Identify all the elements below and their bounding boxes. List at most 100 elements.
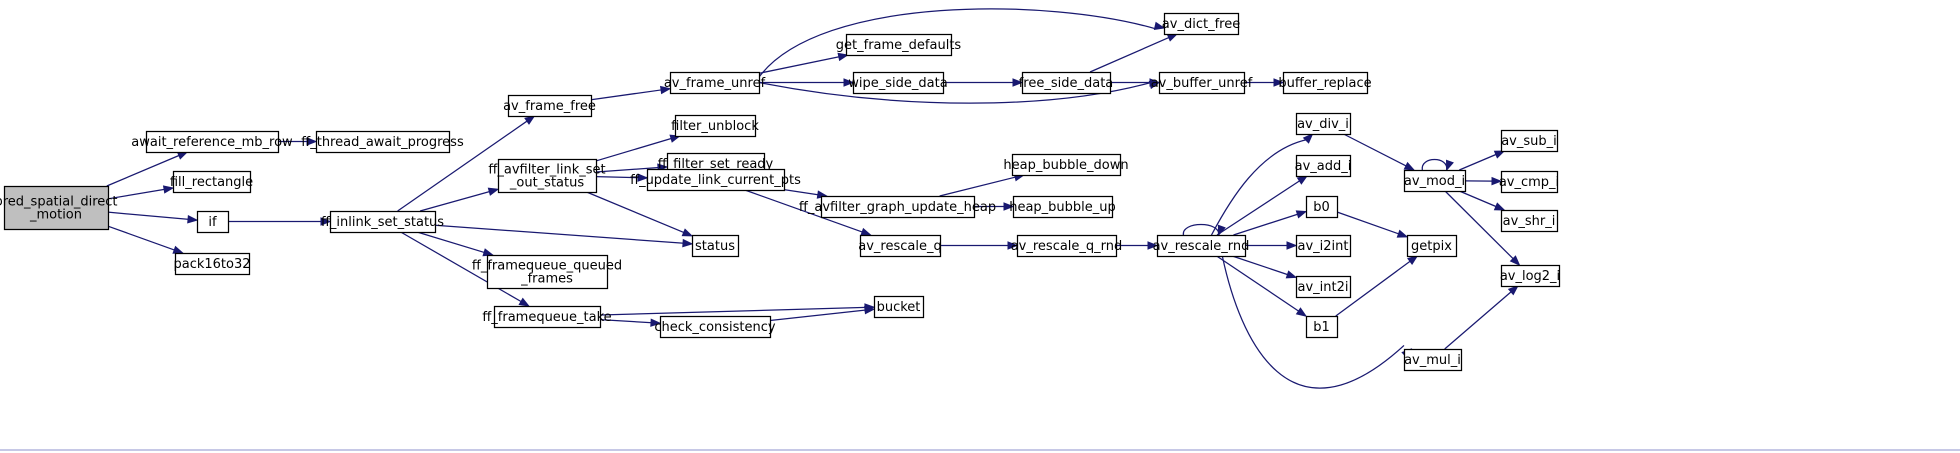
node-label: av_add_i (1295, 159, 1352, 174)
node-label: ff_filter_set_ready (658, 157, 774, 172)
node-heap-up[interactable]: heap_bubble_up (1009, 195, 1116, 219)
arrowhead-buffer_unref-to-buffer_replace (1273, 78, 1285, 87)
node-box (315, 130, 451, 154)
node-box (659, 315, 772, 339)
arrowhead-if-to-inlink (320, 217, 332, 226)
node-box (852, 71, 945, 95)
edge-update_pts-to-graph_heap (783, 189, 819, 196)
node-div-i[interactable]: av_div_i (1295, 112, 1352, 136)
edge-frame_free-to-frame_unref (590, 89, 663, 101)
node-label: av_shr_i (1503, 214, 1556, 229)
node-root[interactable]: pred_spatial_direct_motion (0, 185, 118, 231)
node-mul-i[interactable]: av_mul_i (1403, 348, 1463, 372)
edge-link_set-to-update_pts (595, 176, 640, 179)
node-inlink[interactable]: ff_inlink_set_status (321, 210, 444, 234)
node-add-i[interactable]: av_add_i (1295, 154, 1352, 178)
arrowhead-rescale_rnd-to-div_i (1302, 133, 1314, 144)
node-box (669, 71, 761, 95)
node-label: av_div_i (1297, 117, 1349, 132)
node-label: av_cmp_i (1499, 175, 1559, 190)
node-graph-heap[interactable]: ff_avfilter_graph_update_heap (799, 195, 996, 219)
edge-fq_take-to-bucket (599, 306, 867, 316)
node-mod-i[interactable]: av_mod_i (1403, 169, 1467, 193)
node-get-defaults[interactable]: get_frame_defaults (836, 33, 962, 57)
edge-div_i-to-mod_i (1343, 133, 1408, 167)
node-box (1305, 315, 1339, 339)
edge-frame_unref-to-dict_free (758, 8, 1157, 78)
edge-rescale_rnd-to-div_i (1210, 139, 1307, 236)
node-label: b0 (1313, 200, 1330, 215)
node-filter-unblock[interactable]: filter_unblock (671, 114, 759, 138)
node-wipe[interactable]: wipe_side_data (848, 71, 948, 95)
edge-root-to-await_ref (106, 154, 181, 187)
node-box (646, 168, 786, 192)
node-int2i[interactable]: av_int2i (1295, 275, 1352, 299)
node-box (1403, 348, 1463, 372)
node-buffer-replace[interactable]: buffer_replace (1278, 71, 1372, 95)
bottom-divider (0, 449, 1960, 451)
node-label: await_reference_mb_row (131, 135, 293, 150)
arrowhead-inlink-to-link_set (487, 187, 500, 196)
node-box (1295, 154, 1352, 178)
node-label: av_mul_i (1404, 353, 1461, 368)
node-box (1021, 71, 1112, 95)
arrowhead-root-to-pack (172, 245, 185, 254)
edge-graph_heap-to-heap_down (939, 176, 1017, 197)
node-thread-await[interactable]: ff_thread_await_progress (301, 130, 464, 154)
node-label: filter_unblock (671, 119, 759, 134)
node-layer: pred_spatial_direct_motion await_referenc… (0, 12, 1560, 372)
node-label: ff_avfilter_link_set (488, 163, 605, 178)
node-sub-i[interactable]: av_sub_i (1500, 129, 1559, 153)
node-frame-unref[interactable]: av_frame_unref (664, 71, 766, 95)
node-fill-rect[interactable]: fill_rectangle (170, 170, 253, 194)
node-box (172, 170, 252, 194)
node-box (1016, 234, 1118, 258)
node-heap-down[interactable]: heap_bubble_down (1003, 153, 1129, 177)
arrowhead-check-to-bucket (864, 305, 876, 315)
node-status[interactable]: status (691, 234, 740, 258)
node-label: if (208, 215, 217, 230)
node-getpix[interactable]: getpix (1406, 234, 1458, 258)
node-link-set[interactable]: ff_avfilter_link_set_out_status (488, 158, 606, 194)
node-bucket[interactable]: bucket (873, 295, 925, 319)
arrowhead-mod_i-to-shr_i (1493, 202, 1506, 211)
node-label: pred_spatial_direct (0, 195, 118, 210)
node-fq-queued[interactable]: ff_framequeue_queued_frames (472, 254, 622, 290)
node-dict-free[interactable]: av_dict_free (1162, 12, 1240, 36)
node-update-pts[interactable]: ff_update_link_current_pts (630, 168, 801, 192)
arrowhead-rescale_q_rnd-to-rescale_rnd (1147, 241, 1159, 250)
node-fq-take[interactable]: ff_framequeue_take (482, 305, 612, 329)
node-await-ref[interactable]: await_reference_mb_row (131, 130, 293, 154)
node-rescale-rnd[interactable]: av_rescale_rnd (1153, 234, 1250, 258)
arrowhead-div_i-to-mod_i (1403, 161, 1416, 171)
arrowhead-free_side-to-buffer_unref (1149, 78, 1161, 87)
node-box (507, 94, 593, 118)
node-shr-i[interactable]: av_shr_i (1500, 209, 1559, 233)
node-rescale-q-rnd[interactable]: av_rescale_q_rnd (1011, 234, 1123, 258)
node-check[interactable]: check_consistency (654, 315, 776, 339)
node-box (497, 158, 598, 194)
node-b1[interactable]: b1 (1305, 315, 1339, 339)
node-buffer-unref[interactable]: av_buffer_unref (1151, 71, 1253, 95)
node-label: av_rescale_rnd (1153, 239, 1250, 254)
node-b0[interactable]: b0 (1305, 195, 1339, 219)
node-log2-i[interactable]: av_log2_i (1500, 264, 1560, 288)
node-cmp-i[interactable]: av_cmp_i (1499, 170, 1559, 194)
node-frame-free[interactable]: av_frame_free (503, 94, 596, 118)
arrowhead-inlink-to-fq_queued (482, 248, 495, 257)
arrowhead-frame_unref-to-dict_free (1153, 21, 1166, 31)
node-box (1406, 234, 1458, 258)
node-label: free_side_data (1019, 76, 1114, 91)
node-i2int[interactable]: av_i2int (1295, 234, 1352, 258)
node-label: bucket (877, 300, 921, 315)
node-pack[interactable]: pack16to32 (173, 252, 251, 276)
node-free-side[interactable]: free_side_data (1019, 71, 1114, 95)
node-if[interactable]: if (196, 210, 230, 234)
edge-root-to-if (107, 211, 190, 221)
arrowhead-mod_i-to-sub_i (1493, 150, 1506, 159)
node-rescale-q[interactable]: av_rescale_q (858, 234, 942, 258)
node-box (145, 130, 280, 154)
edge-root-to-fill_rect (107, 188, 166, 200)
edge-link_set-to-filter_ready (595, 166, 660, 173)
